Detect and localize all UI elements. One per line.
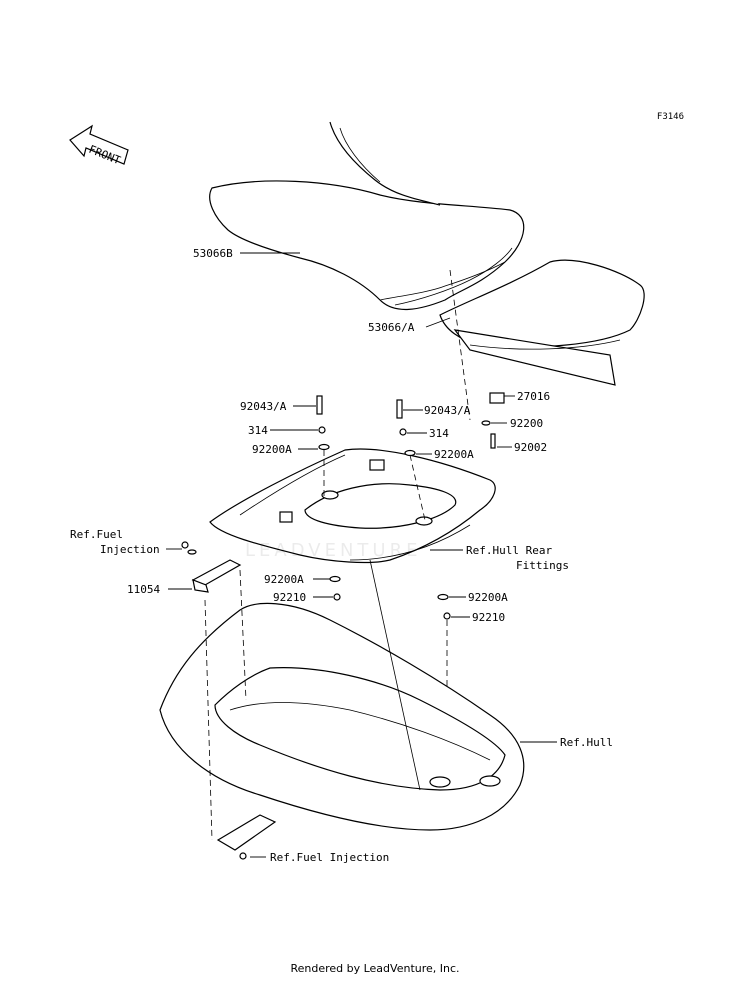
callout-92200a-mid: 92200A bbox=[264, 573, 304, 586]
watermark: LEADVENTURE bbox=[245, 540, 421, 561]
bracket-11054 bbox=[191, 559, 242, 593]
callout-314-left: 314 bbox=[248, 424, 268, 437]
callout-92043a-right: 92043/A bbox=[424, 404, 471, 417]
fuel-injection-bracket bbox=[216, 814, 277, 860]
callout-ref-fuel-2: Ref.Fuel Injection bbox=[270, 851, 389, 864]
callout-92200a-left: 92200A bbox=[252, 443, 292, 456]
callout-11054: 11054 bbox=[127, 583, 160, 596]
rear-seat bbox=[439, 259, 645, 386]
alignment-lines bbox=[204, 269, 471, 841]
callout-92043a-left: 92043/A bbox=[240, 400, 287, 413]
callout-92200a-right: 92200A bbox=[434, 448, 474, 461]
callout-92002: 92002 bbox=[514, 441, 547, 454]
callout-labels: 53066B 53066/A 92043/A 314 92200A 92043/… bbox=[70, 247, 613, 864]
callout-92210-mid: 92210 bbox=[273, 591, 306, 604]
leader-lines bbox=[166, 252, 557, 858]
callout-ref-hull-rear-a: Ref.Hull Rear bbox=[466, 544, 552, 557]
callout-92210-far: 92210 bbox=[472, 611, 505, 624]
callout-ref-fuel-1a: Ref.Fuel bbox=[70, 528, 123, 541]
callout-ref-hull: Ref.Hull bbox=[560, 736, 613, 749]
front-arrow-icon: FRONT bbox=[69, 124, 129, 167]
callout-92200: 92200 bbox=[510, 417, 543, 430]
hardware bbox=[181, 392, 505, 620]
seat-base-tray bbox=[209, 448, 496, 564]
callout-ref-hull-rear-b: Fittings bbox=[516, 559, 569, 572]
figure-code: F3146 bbox=[656, 112, 684, 122]
callout-53066a: 53066/A bbox=[368, 321, 415, 334]
footer-credit: Rendered by LeadVenture, Inc. bbox=[290, 962, 460, 975]
hull bbox=[159, 602, 525, 831]
callout-ref-fuel-1b: Injection bbox=[100, 543, 160, 556]
callout-314-right: 314 bbox=[429, 427, 449, 440]
callout-27016: 27016 bbox=[517, 390, 550, 403]
front-seat bbox=[209, 121, 525, 311]
callout-92200a-far: 92200A bbox=[468, 591, 508, 604]
callout-53066b: 53066B bbox=[193, 247, 233, 260]
